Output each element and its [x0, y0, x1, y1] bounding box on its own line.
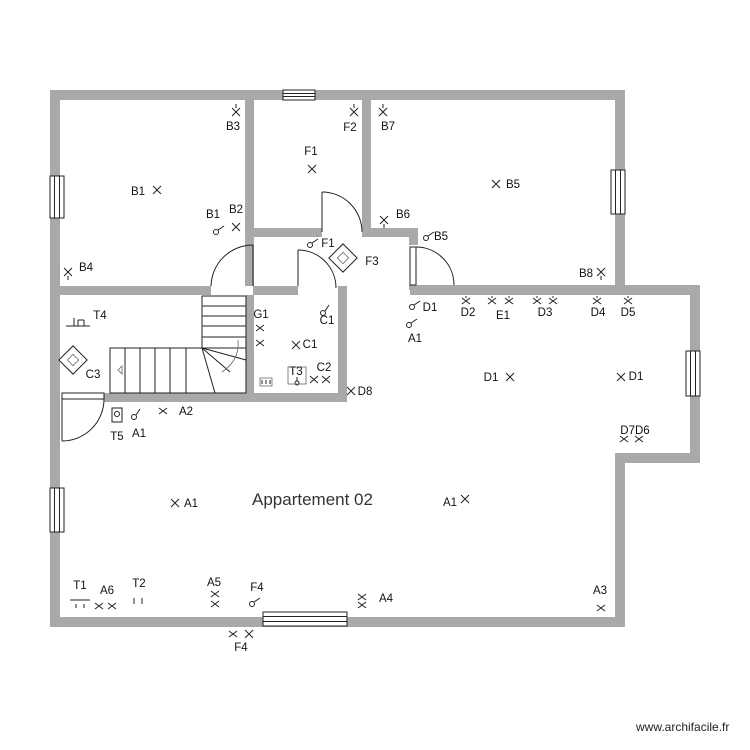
label-f2: F2 [343, 122, 356, 134]
label-t1: T1 [73, 580, 86, 592]
electrical-symbols [58, 104, 644, 639]
label-a6: A6 [100, 585, 114, 597]
label-b6: B6 [396, 209, 410, 221]
label-e1: E1 [496, 310, 510, 322]
label-d8: D8 [358, 386, 373, 398]
staircase [109, 295, 247, 394]
label-d5: D5 [621, 307, 636, 319]
label-c3: C3 [86, 369, 101, 381]
walls [50, 90, 700, 627]
label-f1-light: F1 [304, 146, 317, 158]
light-crosses [152, 164, 626, 639]
label-a1-left: A1 [132, 428, 146, 440]
label-b1-switch: B1 [206, 209, 220, 221]
label-f4-bottom: F4 [234, 642, 248, 654]
telecom-symbols [66, 318, 307, 608]
plan-title: Appartement 02 [252, 490, 373, 509]
label-a1-light-right: A1 [443, 497, 457, 509]
label-t4: T4 [93, 310, 107, 322]
label-t5: T5 [110, 431, 123, 443]
label-c2: C2 [317, 362, 332, 374]
label-b5-light: B5 [506, 179, 520, 191]
label-a1-light-left: A1 [184, 498, 198, 510]
label-a1-switch: A1 [408, 333, 422, 345]
label-a4: A4 [379, 593, 394, 605]
label-b4: B4 [79, 262, 94, 274]
label-c1-switch: C1 [320, 315, 335, 327]
label-b7: B7 [381, 121, 395, 133]
label-a2: A2 [179, 406, 193, 418]
label-d3: D3 [538, 307, 553, 319]
label-b3: B3 [226, 121, 240, 133]
label-c1-light: C1 [303, 339, 318, 351]
label-g1: G1 [253, 309, 268, 321]
credit-text: www.archifacile.fr [635, 720, 729, 734]
label-f1-switch: F1 [321, 238, 334, 250]
label-d7d6: D7D6 [620, 425, 649, 437]
label-d2: D2 [461, 307, 476, 319]
label-f4-switch: F4 [250, 582, 264, 594]
label-d1-light: D1 [484, 372, 499, 384]
label-f3: F3 [365, 256, 378, 268]
label-d1-switch: D1 [423, 302, 438, 314]
windows [49, 89, 701, 627]
label-d4: D4 [591, 307, 606, 319]
label-a5: A5 [207, 577, 221, 589]
label-t3: T3 [289, 366, 302, 378]
sockets [63, 104, 644, 638]
label-b2: B2 [229, 204, 243, 216]
label-d1-light-2: D1 [629, 371, 644, 383]
label-b5-switch: B5 [434, 231, 448, 243]
doors [60, 191, 455, 442]
switches [131, 225, 435, 607]
label-b1-light: B1 [131, 186, 145, 198]
label-a3: A3 [593, 585, 607, 597]
label-t2: T2 [132, 578, 145, 590]
junction-boxes [58, 243, 358, 375]
label-b8: B8 [579, 268, 593, 280]
